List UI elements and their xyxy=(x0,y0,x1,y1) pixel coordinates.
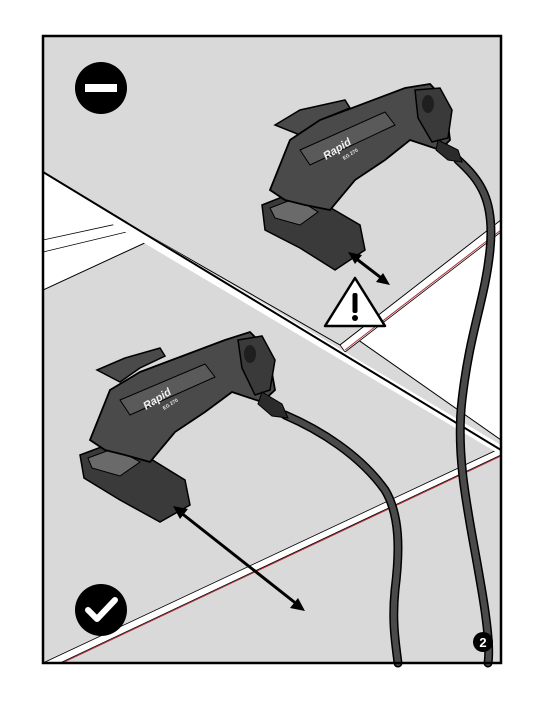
page-number-badge: 2 xyxy=(473,632,493,652)
minus-icon xyxy=(75,62,127,114)
checkmark-icon xyxy=(75,584,127,636)
page-number: 2 xyxy=(479,635,486,650)
